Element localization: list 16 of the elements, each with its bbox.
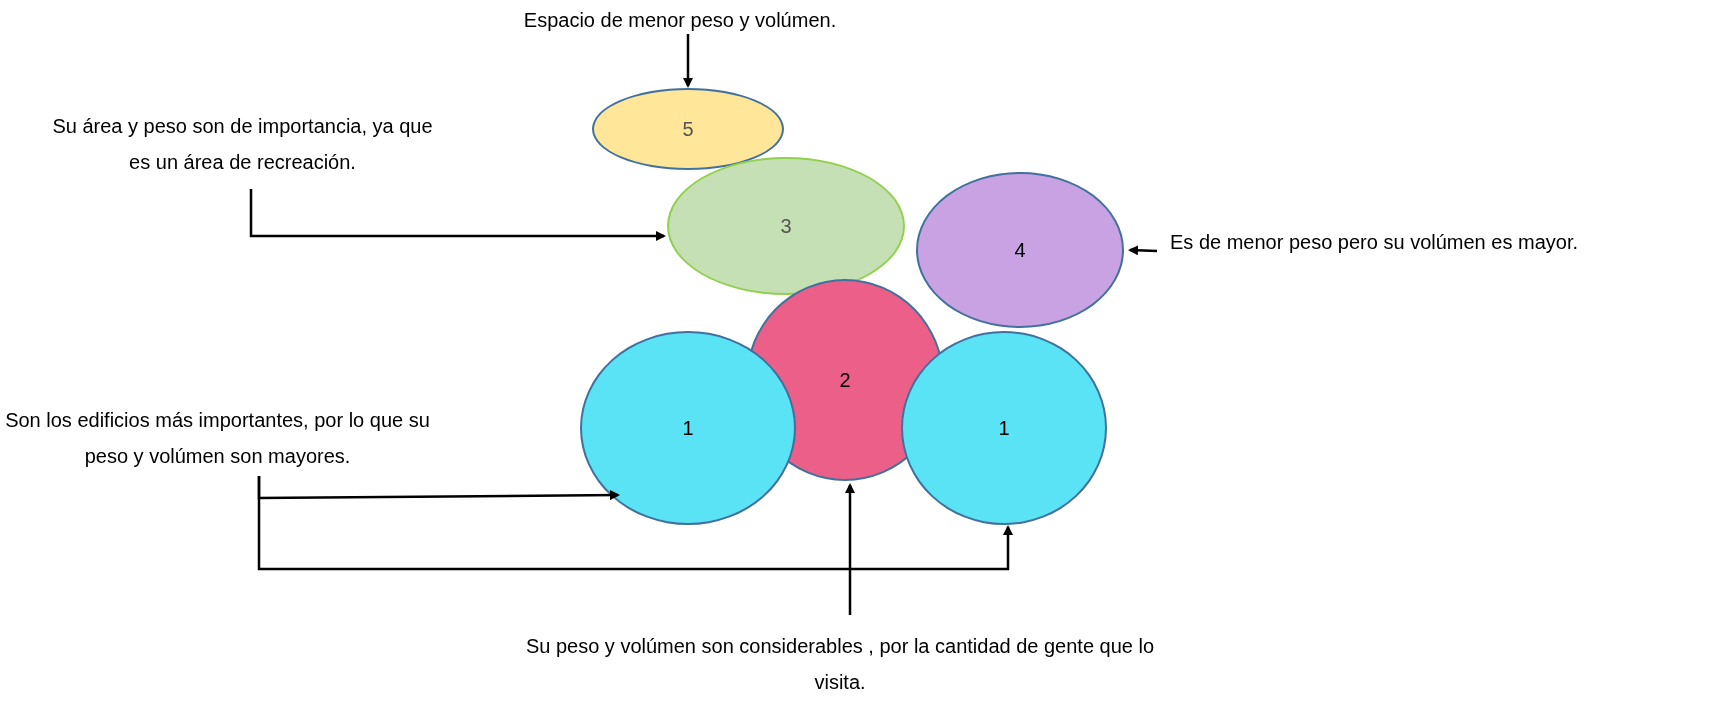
leader-arrow xyxy=(257,476,1013,571)
annotation-text: Es de menor peso pero su volúmen es mayor. xyxy=(1170,224,1720,260)
annotation-text: Son los edificios más importantes, por lo que su peso y volúmen son mayores. xyxy=(0,402,435,474)
leader-arrow xyxy=(249,189,666,241)
annotation-text: Su área y peso son de importancia, ya que es un área de recreación. xyxy=(50,108,435,180)
leader-arrow xyxy=(845,483,855,615)
leader-arrow xyxy=(683,34,693,88)
zone-number: 5 xyxy=(682,117,694,141)
zone-number: 1 xyxy=(998,416,1010,440)
zone-number: 4 xyxy=(1014,238,1026,262)
annotation-text: Espacio de menor peso y volúmen. xyxy=(470,2,890,38)
zone-number: 3 xyxy=(780,214,792,238)
zone-number: 2 xyxy=(839,368,851,392)
leader-arrow xyxy=(1128,245,1158,256)
zone-number: 1 xyxy=(682,416,694,440)
annotation-text: Su peso y volúmen son considerables , por la cantidad de gente que lo visita. xyxy=(520,628,1160,700)
